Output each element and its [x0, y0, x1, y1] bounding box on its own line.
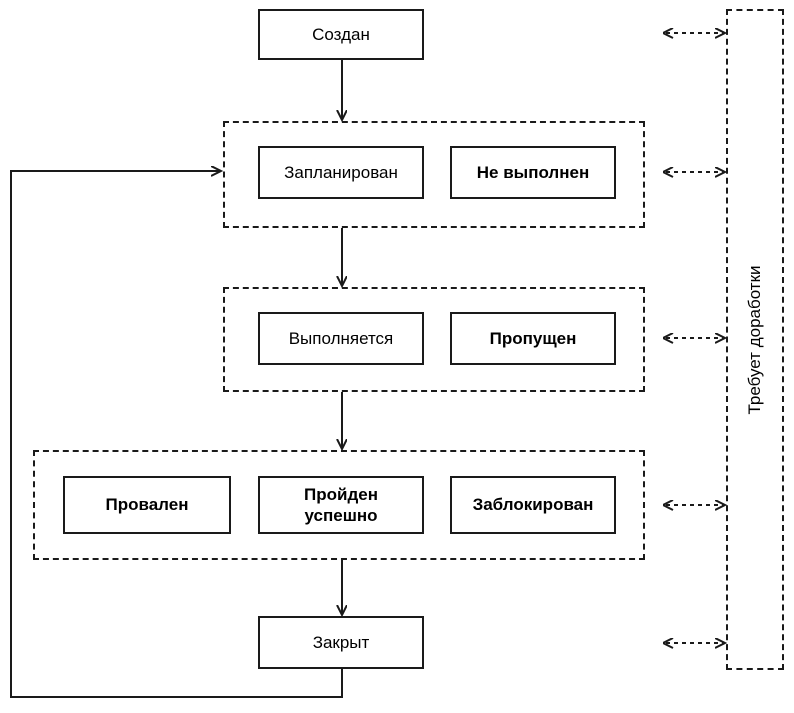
group-planned-stage: [223, 121, 645, 228]
group-execution-stage: [223, 287, 645, 392]
state-closed[interactable]: Закрыт: [258, 616, 424, 669]
state-not-executed[interactable]: Не выполнен: [450, 146, 616, 199]
state-created[interactable]: Создан: [258, 9, 424, 60]
panel-requires-rework-label: Требует доработки: [745, 264, 764, 415]
state-passed-line1: Пройден: [304, 484, 378, 504]
state-in-progress[interactable]: Выполняется: [258, 312, 424, 365]
state-failed[interactable]: Провален: [63, 476, 231, 534]
state-planned[interactable]: Запланирован: [258, 146, 424, 199]
state-passed-line2: успешно: [304, 506, 378, 525]
group-result-stage: [33, 450, 645, 560]
panel-requires-rework[interactable]: Требует доработки: [726, 9, 784, 670]
state-skipped[interactable]: Пропущен: [450, 312, 616, 365]
state-blocked[interactable]: Заблокирован: [450, 476, 616, 534]
state-passed[interactable]: Пройден успешно: [258, 476, 424, 534]
